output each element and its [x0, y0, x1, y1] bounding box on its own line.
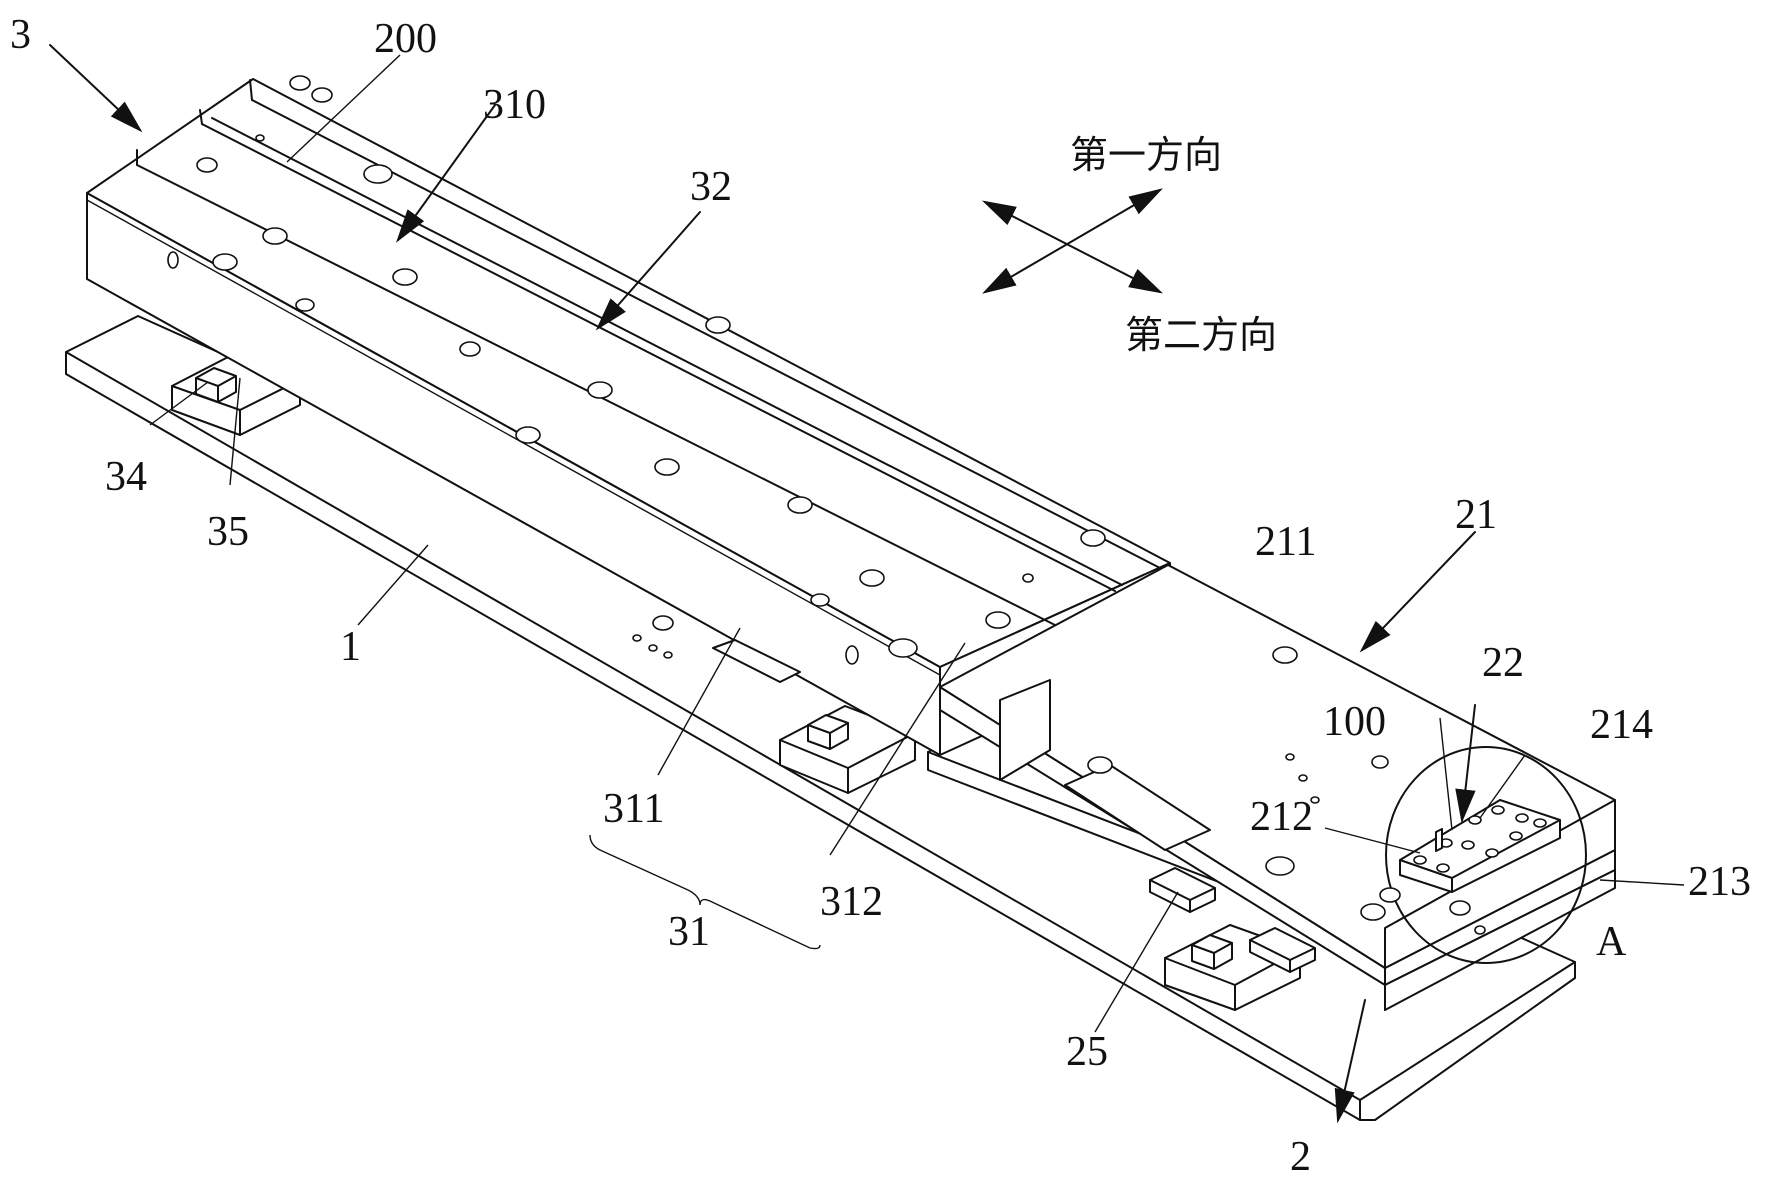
label-211: 211: [1255, 519, 1316, 565]
label-A: A: [1596, 919, 1627, 965]
label-34: 34: [105, 454, 147, 500]
linear-guides: [1149, 867, 1316, 973]
label-31: 31: [668, 909, 710, 955]
label-35: 35: [207, 509, 249, 555]
label-100: 100: [1323, 699, 1386, 745]
direction-arrows: [981, 188, 1164, 294]
label-2: 2: [1290, 1134, 1311, 1180]
label-200: 200: [374, 16, 437, 62]
label-214: 214: [1590, 702, 1653, 748]
second-direction-label: 第二方向: [1125, 313, 1277, 357]
label-3: 3: [10, 12, 31, 58]
slider-blocks: [195, 367, 1233, 970]
connector-under-rail: [632, 615, 801, 683]
label-212: 212: [1250, 794, 1313, 840]
label-312: 312: [820, 879, 883, 925]
leader-arrows: [49, 44, 1685, 1124]
label-213: 213: [1688, 859, 1751, 905]
slide-table-holes: [1087, 646, 1389, 921]
part-labels: 3 200 310 32 34 35 1 311 312 31 211 21 2…: [10, 12, 1751, 1180]
label-25: 25: [1066, 1029, 1108, 1075]
label-1: 1: [340, 624, 361, 670]
label-310: 310: [483, 82, 546, 128]
rail-holes: [167, 75, 1106, 665]
label-311: 311: [603, 786, 664, 832]
label-32: 32: [690, 164, 732, 210]
label-22: 22: [1482, 640, 1524, 686]
label-21: 21: [1455, 492, 1497, 538]
first-direction-label: 第一方向: [1070, 133, 1222, 177]
